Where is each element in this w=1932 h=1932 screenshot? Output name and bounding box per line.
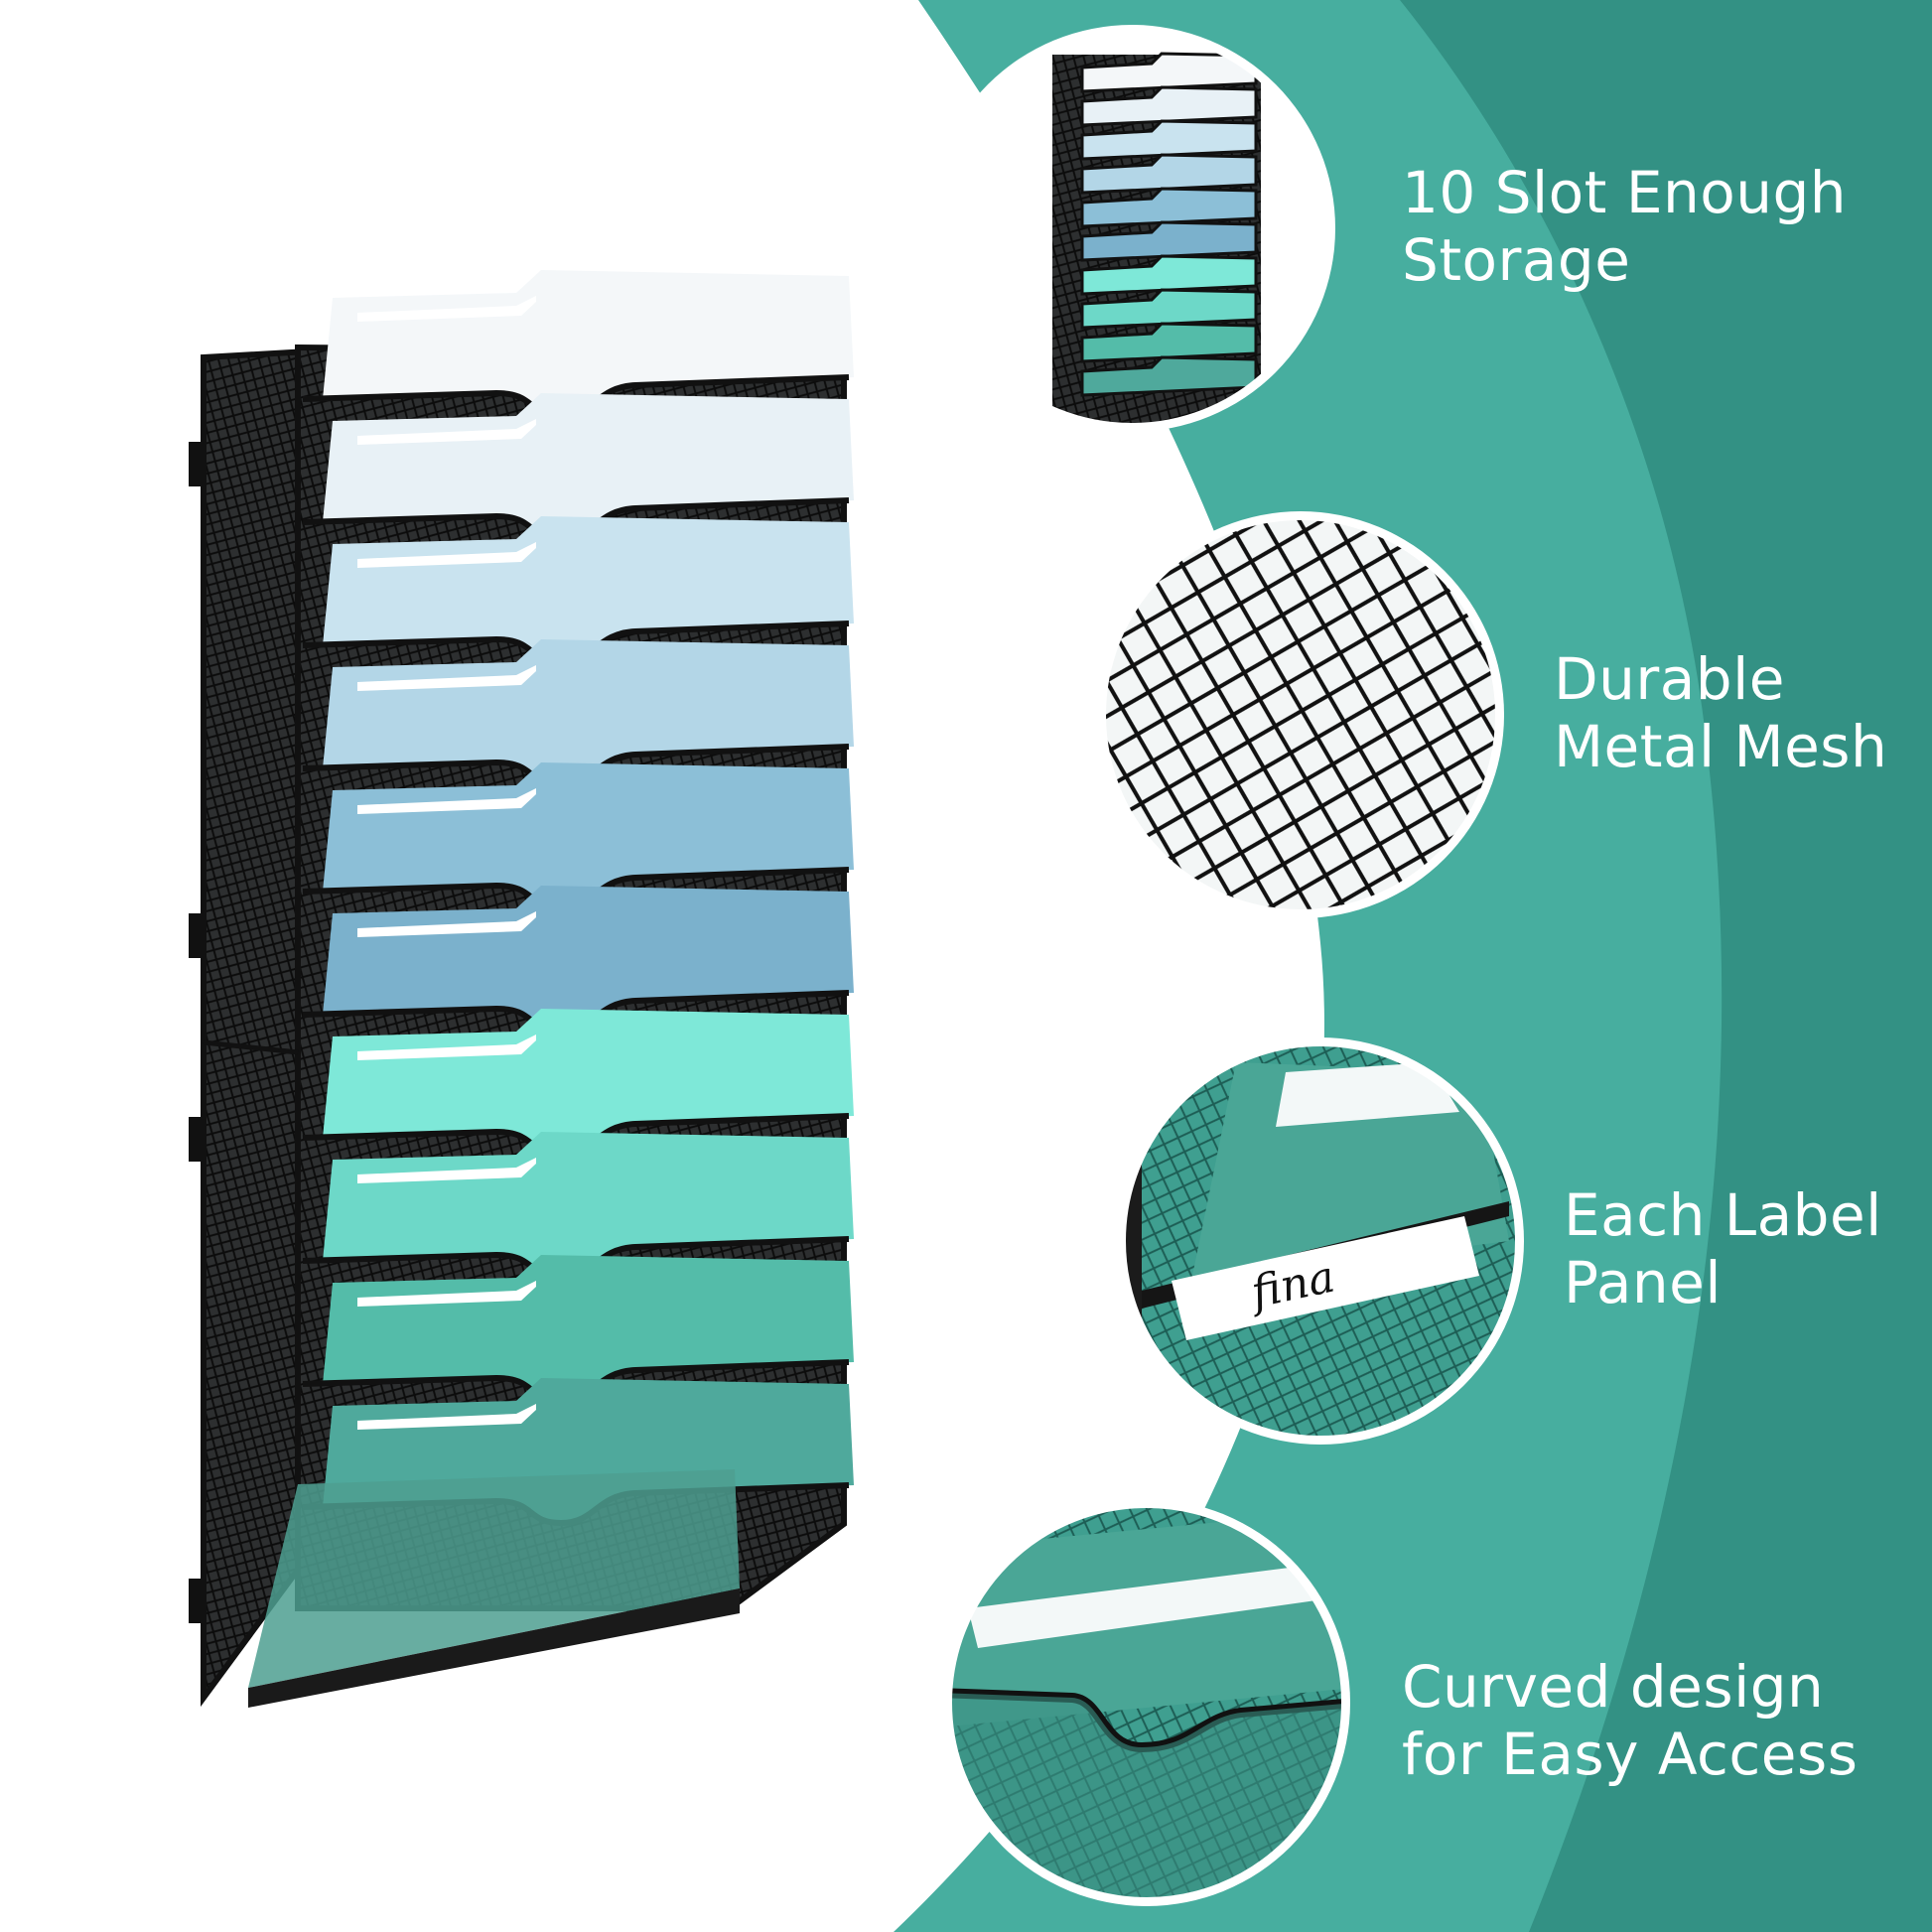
mini-folder — [1080, 322, 1258, 363]
feature-label-line1: Each Label — [1564, 1181, 1882, 1249]
mini-folder — [1080, 85, 1258, 127]
feature-curve-line1: Curved design — [1402, 1653, 1825, 1721]
folder-slot — [302, 1255, 854, 1404]
curve-closeup-icon — [943, 1499, 1350, 1906]
teal-band-dark — [1400, 0, 1932, 1932]
mini-folder — [1080, 187, 1258, 228]
organizer-closeup-icon — [928, 25, 1335, 432]
feature-mesh-line1: Durable — [1554, 645, 1785, 713]
feature-mesh-text: Durable Metal Mesh — [1554, 645, 1887, 780]
mini-folder — [1080, 355, 1258, 397]
feature-curve-line2: for Easy Access — [1402, 1721, 1859, 1788]
mesh-closeup-icon — [1097, 511, 1504, 918]
mini-folder — [1080, 119, 1258, 161]
feature-curve-text: Curved design for Easy Access — [1402, 1653, 1858, 1788]
mini-folder — [1080, 153, 1258, 195]
bottom-pocket — [248, 1469, 740, 1688]
mini-folder — [1080, 288, 1258, 330]
feature-label-text: Each Label Panel — [1564, 1181, 1882, 1316]
folder-slot — [302, 886, 854, 1035]
feature-label-line2: Panel — [1564, 1249, 1722, 1316]
feature-storage-line1: 10 Slot Enough — [1402, 159, 1848, 226]
feature-storage-text: 10 Slot Enough Storage — [1402, 159, 1847, 294]
feature-mesh-line2: Metal Mesh — [1554, 713, 1888, 780]
feature-storage-line2: Storage — [1402, 226, 1631, 294]
organizer-product — [189, 270, 854, 1708]
mini-folder — [1080, 220, 1258, 262]
mini-folder — [1080, 254, 1258, 296]
